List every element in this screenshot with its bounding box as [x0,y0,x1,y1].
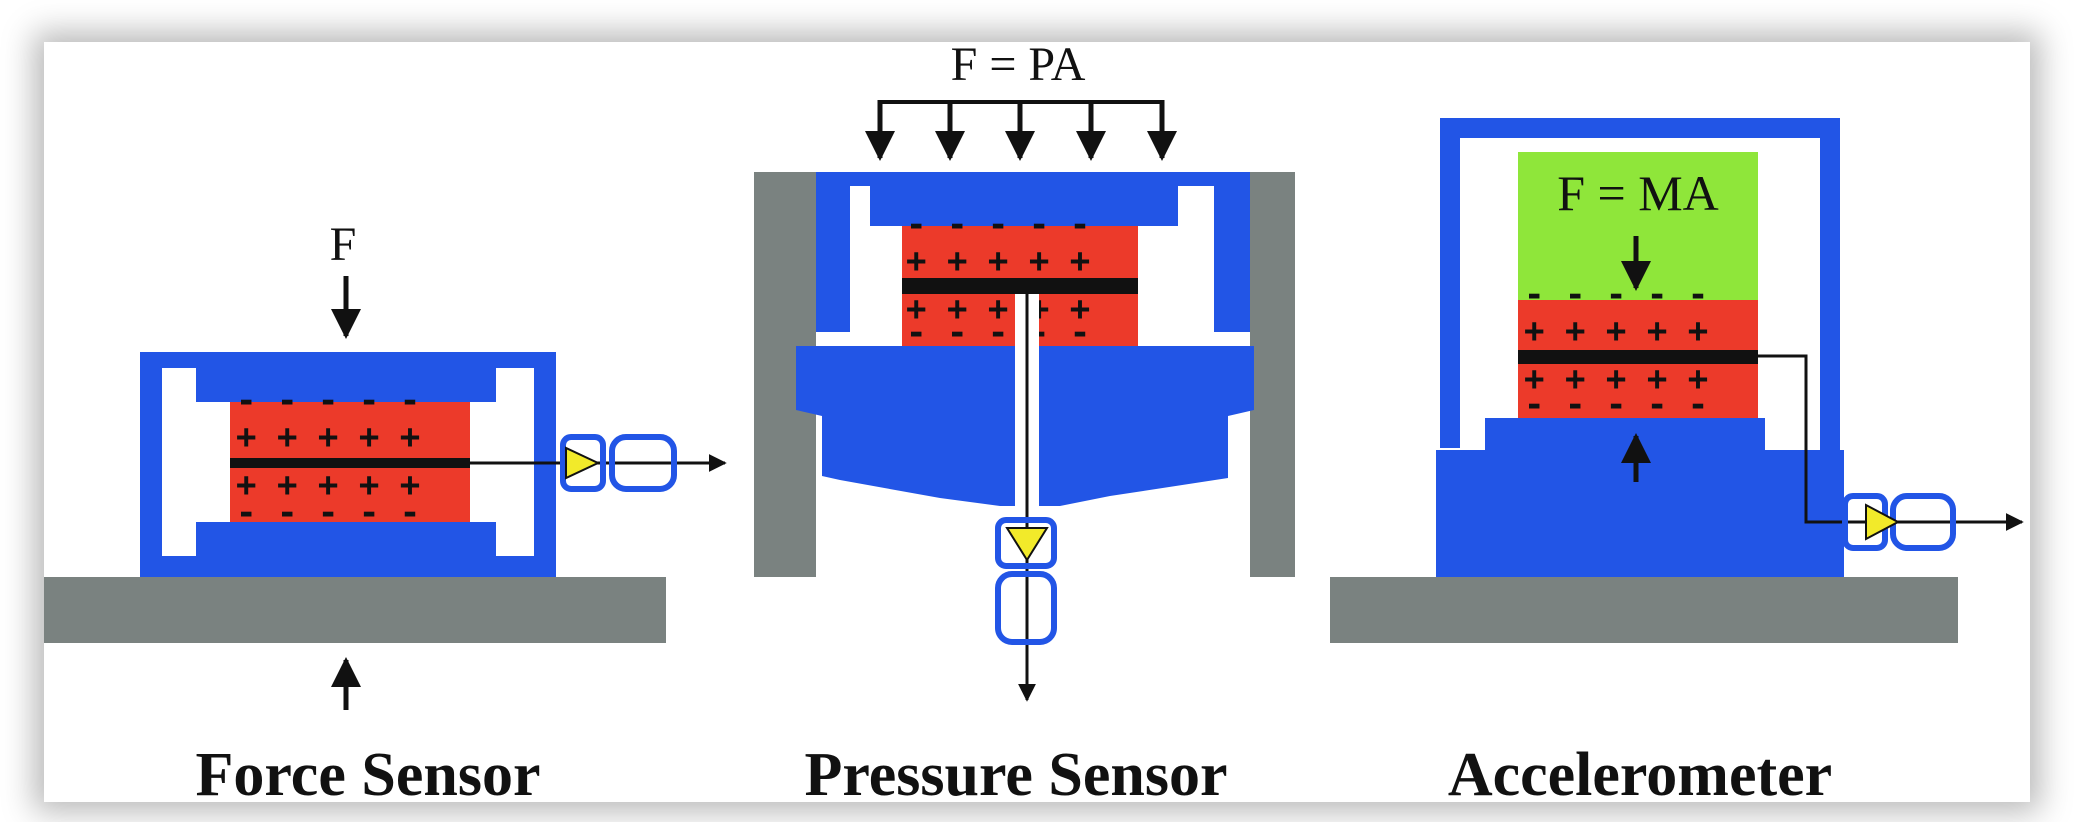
minus-row-bottom: - - - - - [236,493,420,533]
minus-row-top: - - - - - [236,381,420,421]
amplifier-triangle-icon [565,446,601,480]
force-label: F = PA [951,38,1086,91]
electrode [1518,350,1758,364]
caption: Pressure Sensor [804,741,1227,809]
pressure-sensor: - - - - - + + + + + + + + + + - - - - - … [754,38,1295,809]
side-wall-right [1250,172,1295,577]
plus-row-top: + + + + + [236,417,420,457]
minus-row-top: - - - - - [906,205,1090,245]
plus-row-top: + + + + + [906,241,1090,281]
force-label: F [330,218,357,271]
connector-icon [995,517,1057,645]
connector-icon [560,434,677,492]
signal-line [1758,354,2024,531]
amplifier-triangle-icon [1005,527,1049,562]
minus-row-top: - - - - - [1524,275,1708,315]
sensor-housing [140,352,556,577]
plus-row-bottom: + + + + + [906,289,1090,329]
electrode [902,278,1138,294]
force-sensor: - - - - - + + + + + + + + + + - - - - - … [44,218,727,809]
base-plate [44,577,666,643]
plus-row-bottom: + + + + + [1524,359,1708,399]
caption: Accelerometer [1448,741,1832,809]
amplifier-triangle-icon [1865,503,1901,541]
minus-row-bottom: - - - - - [1524,385,1708,425]
electrode [230,458,470,468]
caption: Force Sensor [196,741,541,809]
plus-row-bottom: + + + + + [236,465,420,505]
base-plate [1330,577,1958,643]
accelerometer: - - - - - + + + + + + + + + + - - - - - … [1330,118,2024,809]
minus-row-bottom: - - - - - [906,313,1090,353]
force-label: F = MA [1557,165,1719,221]
plus-row-top: + + + + + [1524,311,1708,351]
